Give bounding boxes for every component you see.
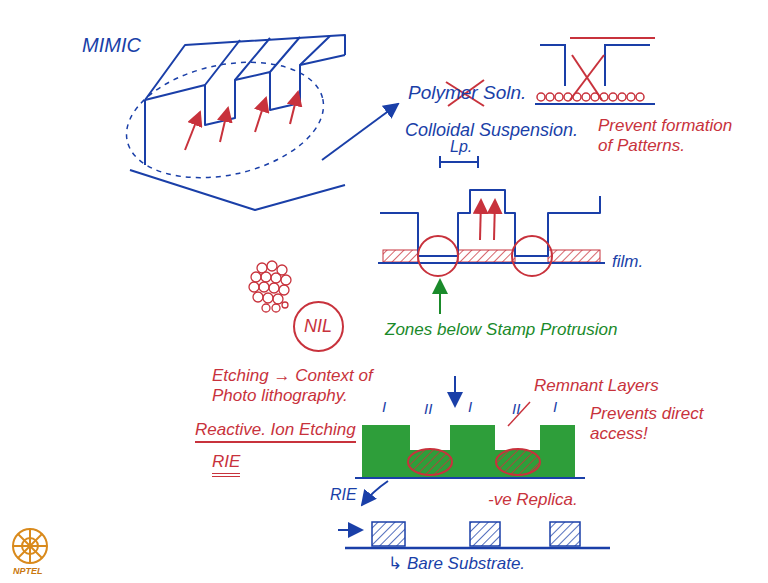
circled-label: NIL [292,300,345,353]
handwritten-label: Polymer Soln. [408,82,526,104]
handwritten-label: -ve Replica. [488,490,578,510]
handwritten-label: Colloidal Suspension. [405,120,578,141]
handwritten-label: film. [612,252,643,272]
logo-text: NPTEL [13,566,43,576]
handwritten-label: RIE [330,486,357,504]
region-marker: I [553,398,557,415]
handwritten-label: Prevents direct access! [590,404,720,443]
handwritten-label: Reactive. Ion Etching [195,420,356,443]
handwritten-label: Remnant Layers [534,376,659,396]
region-marker: I [468,398,472,415]
dimension-label: Lp. [450,138,472,156]
handwritten-label: NIL [304,316,332,337]
handwritten-label: Zones below Stamp Protrusion [385,320,617,340]
region-marker: II [424,400,432,417]
handwritten-label: RIE [212,452,240,477]
region-marker: II [512,400,520,417]
handwritten-label: ↳ Bare Substrate. [388,554,525,574]
slide-title: MIMIC [82,34,141,57]
handwritten-label: Prevent formation of Patterns. [598,116,748,155]
region-marker: I [382,398,386,415]
